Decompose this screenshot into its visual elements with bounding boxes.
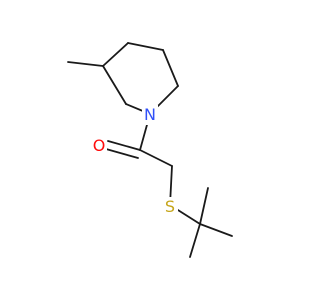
bond-ring-c2-c3 (102, 65, 127, 105)
bond-cq-me1 (199, 187, 209, 225)
molecule-structure: O N S (67, 42, 233, 258)
bond-ring-c3-c4 (102, 42, 129, 67)
bond-cq-me3 (189, 223, 201, 258)
atom-labels: O N S (91, 105, 178, 217)
atom-oxygen: O (93, 136, 106, 155)
bond-cq-me2 (199, 223, 233, 237)
bond-ring-c5-c6 (162, 49, 179, 87)
bond-methyl (67, 61, 104, 67)
bond-ring-c4-c5 (127, 42, 164, 51)
atom-sulfur: S (165, 197, 175, 216)
bond-carbonyl-double-b (105, 148, 139, 159)
bond-carbonyl-ch2 (139, 149, 173, 167)
bond-carbonyl-double-a (107, 140, 141, 151)
atom-nitrogen: N (144, 105, 156, 124)
